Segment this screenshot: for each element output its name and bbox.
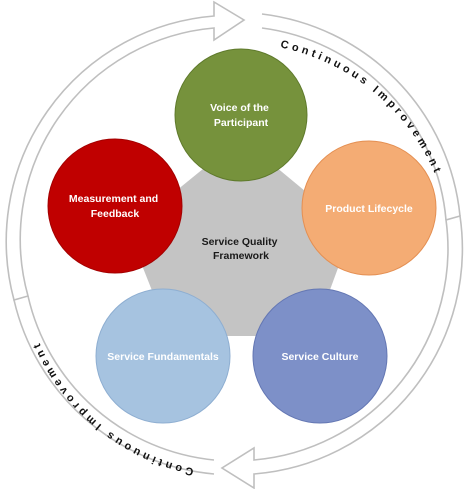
node-voice-of-participant: Voice of the Participant bbox=[174, 48, 308, 182]
center-label-line1: Service Quality bbox=[202, 236, 278, 248]
center-label: Service Quality Framework bbox=[202, 236, 281, 262]
node-voice-line1: Voice of the bbox=[210, 102, 269, 114]
svg-text:Service Fundamentals: Service Fundamentals bbox=[107, 351, 219, 363]
svg-text:Voice of the Participant: Voice of the Participant bbox=[210, 102, 272, 129]
node-measurement-line1: Measurement and bbox=[69, 193, 158, 205]
node-voice-line2: Participant bbox=[214, 117, 269, 129]
svg-text:Product Lifecycle: Product Lifecycle bbox=[325, 203, 413, 215]
svg-text:Measurement and Feedback: Measurement and Feedback bbox=[69, 193, 161, 220]
node-product-line1: Product Lifecycle bbox=[325, 203, 413, 215]
node-product-lifecycle: Product Lifecycle bbox=[301, 140, 437, 276]
upper-arrow bbox=[5, 0, 246, 301]
center-label-line2: Framework bbox=[213, 250, 269, 262]
node-measurement-line2: Feedback bbox=[91, 208, 140, 220]
left-arc-inner bbox=[27, 295, 215, 461]
node-measurement-feedback: Measurement and Feedback bbox=[47, 138, 183, 274]
cycle-arrows bbox=[5, 0, 464, 489]
svg-text:Service Culture: Service Culture bbox=[281, 351, 358, 363]
node-fundamentals-line1: Service Fundamentals bbox=[107, 351, 219, 363]
center-pentagon bbox=[128, 138, 352, 336]
right-arc-inner bbox=[261, 27, 447, 221]
node-service-fundamentals: Service Fundamentals bbox=[95, 288, 231, 424]
node-culture-line1: Service Culture bbox=[281, 351, 358, 363]
lower-arrow bbox=[220, 214, 464, 489]
right-arc bbox=[261, 13, 461, 217]
left-arc bbox=[13, 299, 215, 475]
node-service-culture: Service Culture bbox=[252, 288, 388, 424]
